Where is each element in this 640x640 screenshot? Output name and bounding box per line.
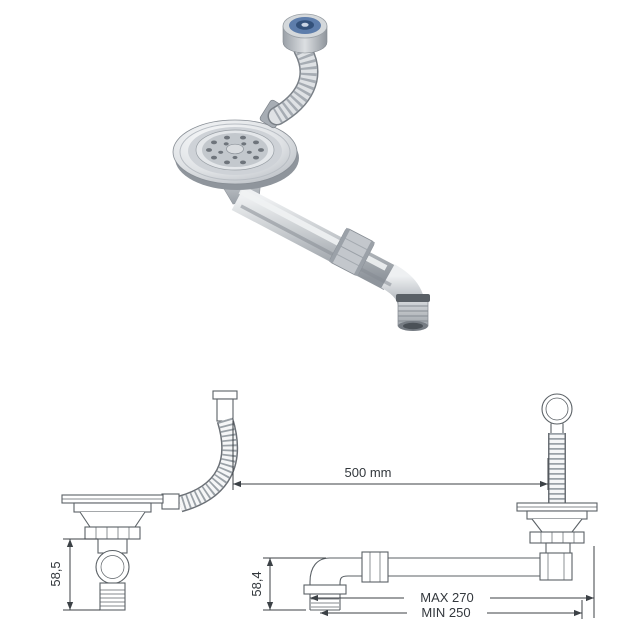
dimension-label-left-height: 58,5	[48, 561, 63, 586]
left-technical-view	[61, 390, 239, 611]
left-strainer-side-view	[61, 494, 164, 611]
drain-pipe	[213, 165, 430, 331]
dimension-label-pipe-min: MIN 250	[421, 605, 470, 620]
strainer-center-knob	[226, 143, 244, 155]
dimension-label-hose-length: 500 mm	[345, 465, 392, 480]
right-drain-pipe-side-view	[303, 551, 573, 611]
dimension-label-right-height: 58,4	[249, 571, 264, 596]
left-overflow-standpipe	[212, 390, 238, 422]
product-illustration	[172, 13, 430, 331]
sink-strainer	[172, 119, 299, 190]
dimension-lines	[63, 421, 595, 619]
overflow-cap	[282, 13, 328, 54]
left-overflow-hose	[177, 417, 239, 513]
right-strainer-side-view	[516, 502, 598, 557]
dimension-hose-length	[232, 421, 549, 490]
right-overflow-head	[541, 393, 573, 425]
right-technical-view	[303, 393, 598, 611]
flexible-overflow-hose	[267, 40, 319, 126]
compression-nut	[329, 227, 375, 277]
left-overflow-inlet	[161, 493, 180, 510]
strainer-holes	[206, 135, 264, 165]
dimension-label-pipe-max: MAX 270	[420, 590, 473, 605]
threaded-outlet	[396, 294, 430, 331]
dimension-left-height	[63, 538, 100, 611]
dimension-right-height	[263, 557, 326, 611]
